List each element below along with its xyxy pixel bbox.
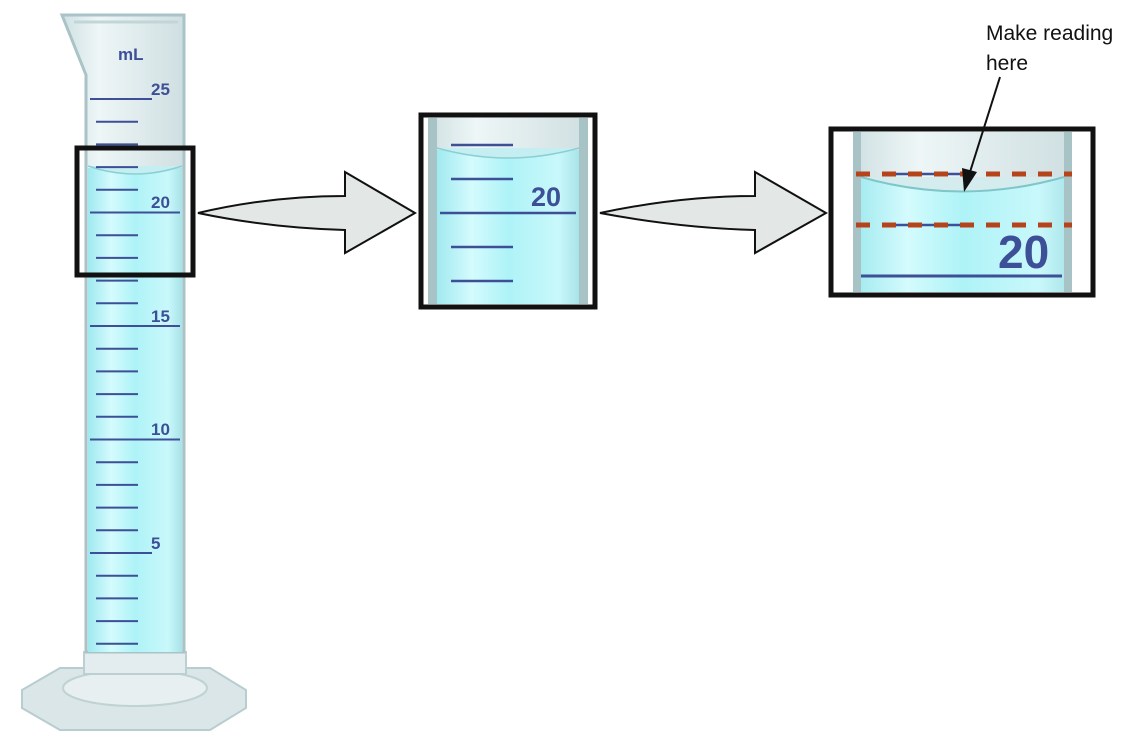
scale-label-20: 20: [151, 193, 170, 212]
annotation: Make reading here: [962, 22, 1113, 192]
cylinder-foot: [83, 651, 187, 675]
focus-frame: [74, 145, 196, 278]
annotation-line-2: here: [986, 52, 1028, 75]
graduated-cylinder: mL 25 20 15 10 5: [21, 13, 247, 731]
scale-label-5: 5: [151, 534, 160, 553]
zoom-arrow-2: [599, 170, 829, 255]
cylinder-liquid: [88, 168, 182, 652]
annotation-arrow-shaft: [969, 76, 1001, 173]
annotation-arrow-head: [962, 168, 977, 192]
unit-label: mL: [118, 45, 144, 64]
cylinder-base-top: [62, 669, 208, 707]
annotation-line-1: Make reading: [986, 22, 1113, 45]
zoom-arrow-1: [197, 170, 417, 255]
scale-label-15: 15: [151, 307, 170, 326]
scale-label-25: 25: [151, 80, 170, 99]
scale-label-10: 10: [151, 420, 170, 439]
zoom-box-2: 20: [828, 126, 1096, 298]
zoom-box-1: 20: [418, 112, 598, 310]
cylinder-scale-ticks: [90, 98, 180, 645]
zoom-box-1-label: 20: [531, 182, 561, 212]
zoom-box-2-label: 20: [998, 226, 1049, 278]
